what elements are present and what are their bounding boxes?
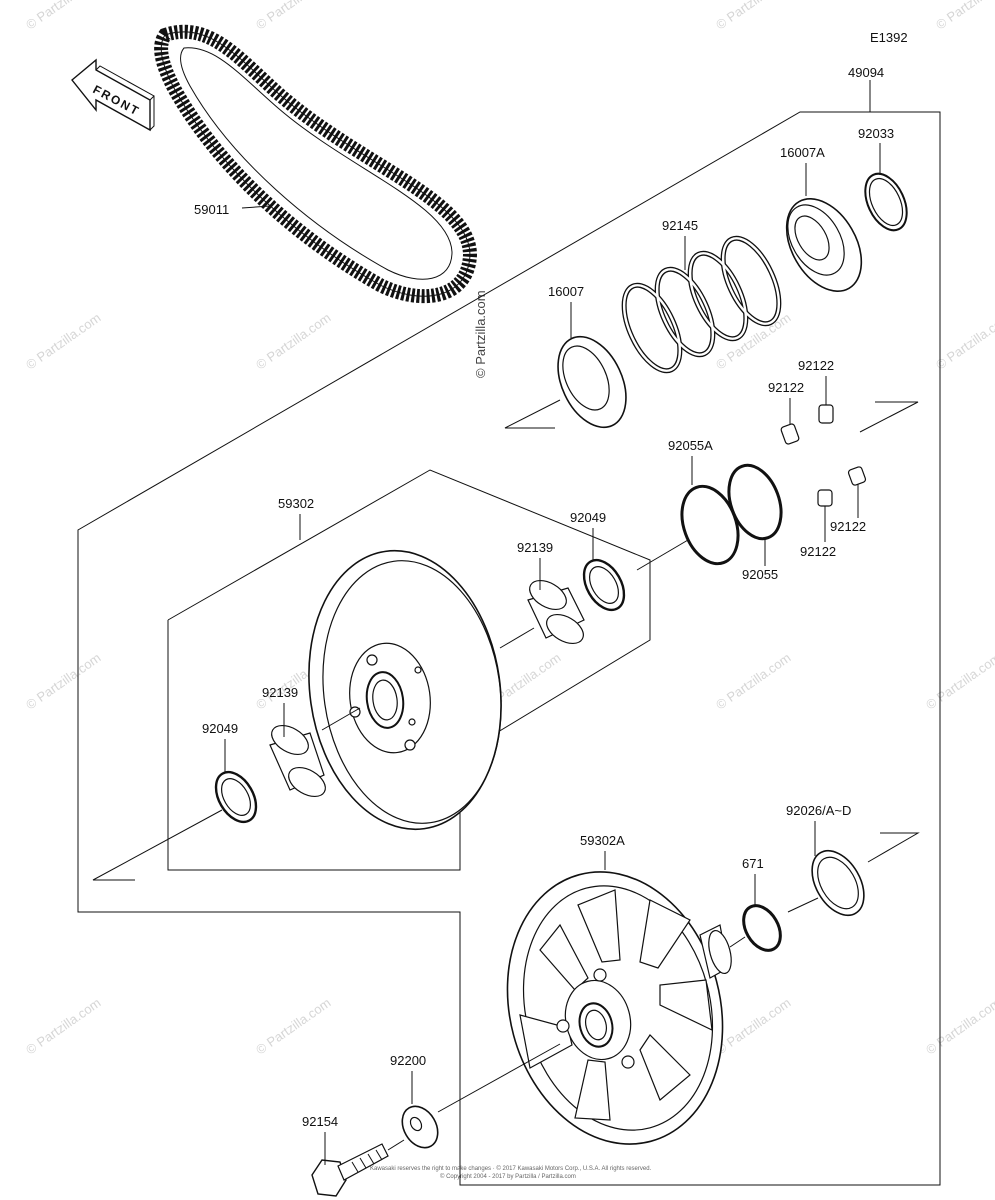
callout-49094: 49094 [848,65,884,80]
drive-belt-59011 [154,24,478,304]
driven-sheave-59302A [506,871,732,1145]
callout-92049-upper: 92049 [570,510,606,525]
assembly-frame [77,80,941,1186]
washer-92200 [401,1105,439,1149]
callout-92122-left: 92122 [768,380,804,395]
callout-16007: 16007 [548,284,584,299]
shim-92026 [811,849,865,917]
watermark: © Partzilla.com [923,995,995,1058]
diagram-code: E1392 [870,30,908,45]
o-ring-92055 [727,463,783,541]
callout-92139-upper: 92139 [517,540,553,555]
watermark: © Partzilla.com [253,310,333,373]
slider-92122-set [780,404,867,507]
callout-92033: 92033 [858,126,894,141]
watermark: © Partzilla.com [23,995,103,1058]
watermark: © Partzilla.com [933,310,995,373]
spring-seat-16007 [557,335,627,429]
seal-92049-upper [582,558,626,612]
o-ring-92055A [680,484,740,566]
watermark: © Partzilla.com [23,650,103,713]
callout-92122-right: 92122 [830,519,866,534]
callout-92122-bottom: 92122 [800,544,836,559]
watermark: © Partzilla.com [713,650,793,713]
watermark: © Partzilla.com [713,0,793,32]
callout-59302A: 59302A [580,833,625,848]
watermark: © Partzilla.com [923,650,995,713]
callout-92154: 92154 [302,1114,338,1129]
watermark: © Partzilla.com [23,310,103,373]
watermark: © Partzilla.com [23,0,103,32]
o-ring-671 [742,904,782,952]
callout-92026: 92026/A~D [786,803,851,818]
callout-92049-lower: 92049 [202,721,238,736]
bushing-92139-lower [269,724,326,798]
footer-partzilla: © Copyright 2004 - 2017 by Partzilla / P… [440,1173,576,1180]
front-arrow-icon: FRONT [71,58,155,132]
watermark: © Partzilla.com [933,0,995,32]
callout-92055: 92055 [742,567,778,582]
callout-92122-top: 92122 [798,358,834,373]
callout-671: 671 [742,856,764,871]
circlip-92033 [864,172,908,232]
watermark: © Partzilla.com [253,995,333,1058]
bolt-92154 [311,1143,389,1197]
callout-59302: 59302 [278,496,314,511]
spring-92145 [621,235,782,374]
callout-92200: 92200 [390,1053,426,1068]
callout-92055A: 92055A [668,438,713,453]
callout-16007A: 16007A [780,145,825,160]
watermark: © Partzilla.com [713,995,793,1058]
spring-seat-16007A [785,198,863,292]
driven-sheave-59302 [308,549,502,831]
bushing-92139-upper [527,579,585,645]
seal-92049-lower [214,770,258,824]
callout-59011: 59011 [194,202,229,217]
footer-copyright: Kawasaki reserves the right to make chan… [370,1165,652,1172]
callout-92145: 92145 [662,218,698,233]
watermark: © Partzilla.com [253,0,333,32]
watermark: © Partzilla.com [473,290,488,378]
callout-92139-lower: 92139 [262,685,298,700]
